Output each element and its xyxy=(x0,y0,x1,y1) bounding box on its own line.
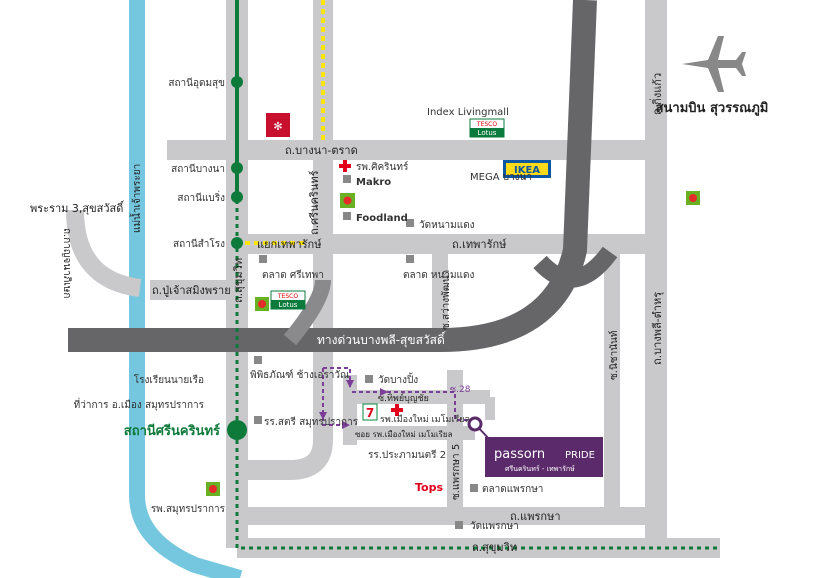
makro-label: Makro xyxy=(356,177,391,188)
station-bearing-dot xyxy=(231,191,243,203)
junction-label: แยกเทพารักษ์ xyxy=(257,238,322,251)
station-udomsuk-label: สถานีอุดมสุข xyxy=(168,77,225,89)
svg-text:PRIDE: PRIDE xyxy=(565,450,595,461)
wat-phraeksa-label: วัดแพรกษา xyxy=(470,521,519,532)
road-sukhumvit-h-label: ถ.สุขุมวิท xyxy=(472,541,517,554)
expressway-ramp-right xyxy=(533,246,618,288)
road-thepharak-label: ถ.เทพารักษ์ xyxy=(452,238,507,251)
hospital-school-label: รร.สตรี สมุทรปราการ xyxy=(264,416,359,428)
road-phraeksa5-label: ซ.แพรกษา 5 xyxy=(451,444,462,500)
road-soi-28-label: ซ.28 xyxy=(450,385,471,395)
tesco-lotus-logo-index: TESCO Lotus xyxy=(469,118,505,138)
road-soi-sawang-label: ซ.สว่างพัฒนา xyxy=(441,270,452,330)
ikea-logo: IKEA xyxy=(503,160,551,178)
mega-label: MEGA บางนา xyxy=(470,172,532,183)
wat-bang-ping-label: วัดบางปิ้ง xyxy=(378,372,418,386)
central-logo: ✻ xyxy=(266,113,290,137)
airport-label: สนามบิน สุวรรณภูมิ xyxy=(656,101,769,116)
road-nichanan-label: ซ.นิชานันท์ xyxy=(608,331,620,380)
road-soi-mueang-label: ซอย รพ.เมืองใหม่ เมโมเรียล xyxy=(355,429,453,439)
station-bearing-label: สถานีแบริ่ง xyxy=(177,190,225,204)
expressway xyxy=(68,0,618,352)
talad-thepa-label: ตลาด ศรีเทพา xyxy=(262,269,324,281)
school-nairuea-label: โรงเรียนนายเรือ xyxy=(134,373,204,386)
road-expressway-label: ทางด่วนบางพลี-สุขสวัสดิ์ xyxy=(317,331,446,348)
svg-text:✻: ✻ xyxy=(273,120,282,133)
station-srinakarin-label: สถานีศรีนครินทร์ xyxy=(124,423,220,439)
talad-nam-daeng-label: ตลาด หนามแดง xyxy=(403,270,474,281)
index-label: Index Livingmall xyxy=(427,107,509,118)
svg-text:passorn: passorn xyxy=(494,447,545,462)
svg-text:TESCO: TESCO xyxy=(476,121,497,128)
district-label: ที่ว่าการ อ.เมือง สมุทรปราการ xyxy=(74,397,205,411)
talad-phraeksa-label: ตลาดแพรกษา xyxy=(482,484,543,495)
svg-text:Lotus: Lotus xyxy=(478,129,497,137)
station-udomsuk-dot xyxy=(231,76,243,88)
tesco-lotus-logo-thepa: TESCO Lotus xyxy=(270,290,306,310)
road-sukhumvit-v-label: ถ.สุขุมวิท xyxy=(232,258,245,303)
svg-text:7: 7 xyxy=(366,406,374,420)
road-bangna-trat-label: ถ.บางนา-ตราด xyxy=(285,144,358,157)
hosp-samut-label: รพ.สมุทรปราการ xyxy=(151,504,226,515)
station-bangna-dot xyxy=(231,162,243,174)
route-arrowheads xyxy=(319,380,388,429)
tops-logo: Tops xyxy=(415,479,443,494)
svg-text:IKEA: IKEA xyxy=(514,165,540,176)
road-pu-chao-label: ถ.ปู่เจ้าสมิงพราย xyxy=(152,284,231,297)
road-srinakarin-label: ถ.ศรีนครินทร์ xyxy=(308,170,321,235)
chao-phraya-river xyxy=(129,0,243,578)
station-bangna-label: สถานีบางนา xyxy=(171,163,225,175)
seven-eleven-logo: 7 xyxy=(362,403,378,421)
wat-nam-daeng-label: วัดหนามแดง xyxy=(419,220,475,231)
station-samrong-label: สถานีสำโรง xyxy=(173,237,225,250)
hospital-icon xyxy=(339,160,403,416)
expressway-main xyxy=(68,0,597,352)
svg-text:ศรีนครินทร์ - เทพารักษ์: ศรีนครินทร์ - เทพารักษ์ xyxy=(505,465,575,473)
place-markers xyxy=(254,175,478,529)
srikarin-label: รพ.ศิครินทร์ xyxy=(356,161,409,173)
bts-extension-line xyxy=(235,200,720,550)
airplane-icon xyxy=(682,36,746,92)
station-srinakarin-dot xyxy=(227,420,247,440)
station-samrong-dot xyxy=(231,237,243,249)
road-kanchanapisek-label: ถ.กาญจนาภิเษก xyxy=(61,228,72,298)
hosp-mueang-label: รพ.เมืองใหม่ เมโมเรียล xyxy=(380,414,470,425)
road-soi-thip-label: ซ.ทิพย์บุญชัย xyxy=(378,392,429,404)
foodland-label: Foodland xyxy=(356,213,408,224)
river-label: แม่น้ำเจ้าพระยา xyxy=(129,164,143,233)
road-king-kaew-label: ถ.กิ่งแก้ว xyxy=(649,73,664,115)
museum-label: พิพิธภัณฑ์ ช้างเอราวัณ xyxy=(250,369,349,381)
road-pr3-label: พระราม 3,สุขสวัสดิ์ xyxy=(30,200,125,215)
school-prakan-label: รร.ประภามนตรี 2 xyxy=(368,449,446,461)
svg-text:TESCO: TESCO xyxy=(277,293,298,300)
road-phraeksa-label: ถ.แพรกษา xyxy=(510,510,561,523)
bigc-icon xyxy=(206,191,700,496)
svg-text:Lotus: Lotus xyxy=(279,301,298,309)
expressway-ramp-left xyxy=(283,279,331,346)
route-path xyxy=(322,367,470,426)
svg-text:Tops: Tops xyxy=(415,481,443,494)
road-bangphli-label: ถ.บางพลี-ตำหรุ xyxy=(651,292,664,365)
project-marker[interactable]: passorn PRIDE ศรีนครินทร์ - เทพารักษ์ xyxy=(467,416,603,477)
bts-line xyxy=(227,0,720,550)
road-kanchanapisek xyxy=(66,209,142,297)
road-srinakarin xyxy=(245,0,333,480)
